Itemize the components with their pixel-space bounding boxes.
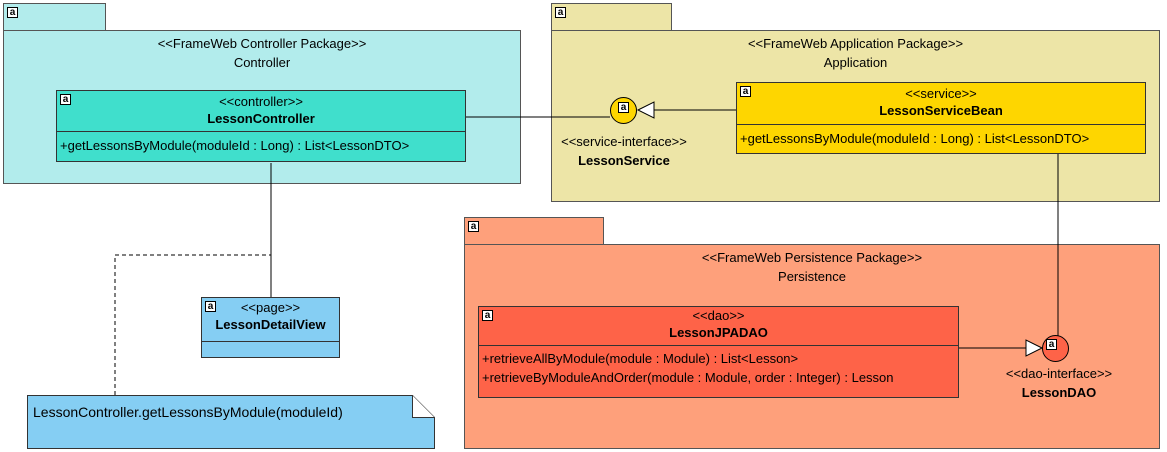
controller-package-tab: a <box>3 3 106 31</box>
class-header: <<service>> LessonServiceBean <box>737 83 1145 125</box>
class-header: <<page>> LessonDetailView <box>202 298 339 342</box>
class-stereotype: <<service>> <box>905 86 977 101</box>
realization-arrowhead <box>636 101 655 119</box>
class-operation: +getLessonsByModule(moduleId : Long) : L… <box>740 131 1090 146</box>
page-lesson-detail-view[interactable]: a <<page>> LessonDetailView <box>201 297 340 358</box>
realization-arrowhead <box>1025 339 1044 357</box>
interface-name: LessonService <box>578 153 670 168</box>
note[interactable]: LessonController.getLessonsByModule(modu… <box>27 395 435 449</box>
page-stereotype: <<page>> <box>240 300 301 315</box>
package-stereotype: <<FrameWeb Application Package>> <box>747 36 964 51</box>
class-lesson-jpadao[interactable]: a <<dao>> LessonJPADAO +retrieveAllByMod… <box>478 306 959 398</box>
package-name: Controller <box>233 55 291 70</box>
class-lesson-controller[interactable]: a <<controller>> LessonController +getLe… <box>56 90 466 162</box>
interface-stereotype: <<service-interface>> <box>561 134 687 149</box>
class-icon: a <box>60 94 71 105</box>
package-name: Persistence <box>778 269 846 284</box>
package-stereotype: <<FrameWeb Controller Package>> <box>157 36 367 51</box>
application-package-tab: a <box>551 3 672 31</box>
package-icon: a <box>7 7 18 18</box>
class-name: LessonServiceBean <box>879 103 1003 118</box>
class-icon: a <box>482 310 493 321</box>
class-header: <<dao>> LessonJPADAO <box>479 307 958 346</box>
class-name: LessonJPADAO <box>669 325 768 340</box>
interface-stereotype: <<dao-interface>> <box>1005 366 1113 381</box>
class-name: LessonController <box>207 111 315 126</box>
interface-lesson-service-circle[interactable]: a <box>610 97 637 124</box>
interface-icon: a <box>618 102 629 113</box>
class-stereotype: <<dao>> <box>692 308 745 323</box>
package-icon: a <box>468 221 479 232</box>
page-name: LessonDetailView <box>215 317 326 332</box>
class-operation: +getLessonsByModule(moduleId : Long) : L… <box>60 138 410 153</box>
class-operation: +retrieveAllByModule(module : Module) : … <box>482 351 799 366</box>
class-header: <<controller>> LessonController <box>57 91 465 132</box>
class-stereotype: <<controller>> <box>219 94 303 109</box>
interface-name: LessonDAO <box>1021 385 1097 400</box>
interface-lesson-dao-circle[interactable]: a <box>1042 335 1069 362</box>
package-name: Application <box>823 55 888 70</box>
persistence-package-tab: a <box>464 217 604 245</box>
note-anchor-line <box>114 254 271 395</box>
class-icon: a <box>740 86 751 97</box>
package-stereotype: <<FrameWeb Persistence Package>> <box>701 250 923 265</box>
class-operation: +retrieveByModuleAndOrder(module : Modul… <box>482 370 894 385</box>
interface-icon: a <box>1046 339 1057 350</box>
package-icon: a <box>555 7 566 18</box>
class-lesson-service-bean[interactable]: a <<service>> LessonServiceBean +getLess… <box>736 82 1146 154</box>
note-text: LessonController.getLessonsByModule(modu… <box>33 404 343 420</box>
class-icon: a <box>205 301 216 312</box>
